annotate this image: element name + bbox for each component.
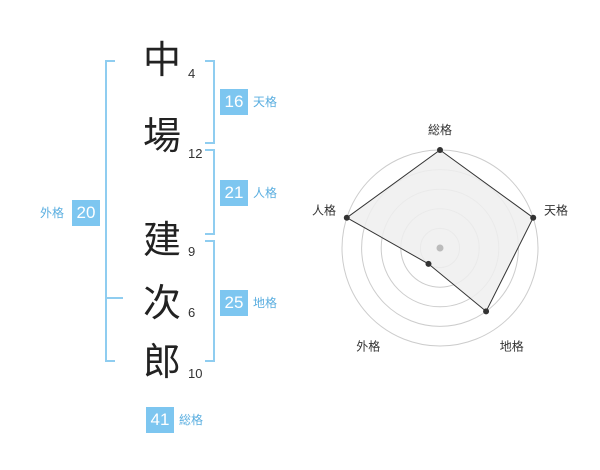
stroke-count-3: 9 — [188, 244, 196, 259]
stroke-count-4: 6 — [188, 305, 196, 320]
tenkaku-label: 天格 — [253, 95, 278, 109]
soukaku-badge: 41 — [146, 407, 174, 433]
radar-points — [343, 147, 537, 315]
gaikaku-bracket — [105, 60, 115, 362]
name-char-4: 次 — [142, 281, 181, 325]
tenkaku-bracket — [205, 60, 215, 144]
radar-point-3 — [425, 260, 432, 267]
radar-point-4 — [343, 214, 350, 221]
jinkaku-badge: 21 — [220, 180, 248, 206]
jinkaku-label: 人格 — [253, 186, 278, 200]
gaikaku-label: 外格 — [40, 206, 65, 220]
radar-axis-label-4: 人格 — [312, 202, 336, 217]
name-char-3: 建 — [142, 218, 181, 262]
chikaku-bracket — [205, 240, 215, 362]
tenkaku-badge: 16 — [220, 89, 248, 115]
radar-axis-label-1: 天格 — [544, 202, 568, 217]
name-char-1: 中 — [142, 38, 181, 82]
radar-center-dot — [436, 244, 444, 252]
gaikaku-bracket-tick — [105, 297, 123, 299]
jinkaku-bracket — [205, 149, 215, 235]
soukaku-label: 総格 — [179, 413, 204, 427]
name-char-5: 郎 — [142, 340, 181, 384]
stroke-count-1: 4 — [188, 66, 196, 81]
chikaku-badge: 25 — [220, 290, 248, 316]
stroke-count-2: 12 — [188, 146, 203, 161]
radar-point-0 — [437, 147, 443, 153]
gaikaku-badge: 20 — [72, 200, 100, 226]
stroke-count-5: 10 — [188, 366, 203, 381]
radar-axis-label-3: 外格 — [356, 339, 380, 354]
radar-axis-label-2: 地格 — [500, 339, 524, 354]
name-char-2: 場 — [142, 114, 181, 158]
radar-axis-label-0: 総格 — [428, 122, 452, 137]
radar-shape — [345, 149, 534, 313]
chikaku-label: 地格 — [253, 296, 278, 310]
radar-point-2 — [483, 308, 490, 315]
radar-point-1 — [530, 214, 537, 221]
